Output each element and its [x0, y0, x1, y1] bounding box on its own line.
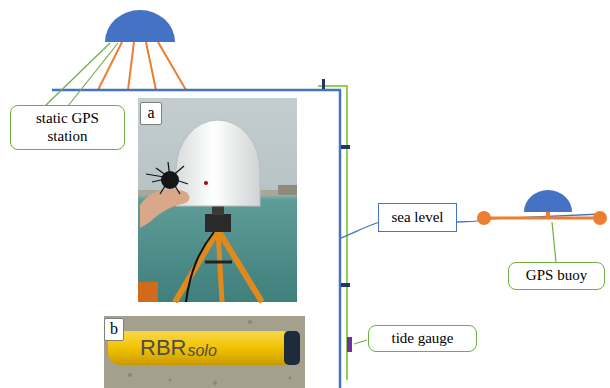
logo-text: solo — [187, 343, 216, 359]
node-text: sea level — [391, 209, 443, 226]
gps-buoy-symbol — [477, 190, 607, 225]
tide-gauge-symbol — [347, 337, 352, 352]
leader-line — [68, 43, 118, 106]
callout-box: static GPS station — [10, 105, 125, 150]
tick-mark — [322, 79, 325, 89]
photo-gps-antenna — [138, 98, 297, 302]
callout-box: tide gauge — [368, 325, 477, 352]
panel-letter: b — [104, 318, 124, 341]
callout-box: GPS buoy — [508, 262, 605, 290]
reference-line — [318, 86, 347, 380]
photo-rbr-logger — [104, 316, 305, 388]
static-gps-symbol — [98, 10, 186, 90]
logo-text: RBR — [140, 337, 186, 359]
node-text: tide gauge — [391, 330, 453, 347]
pier-wall — [339, 90, 342, 388]
node-text: b — [110, 320, 118, 338]
tick-mark — [341, 145, 350, 149]
tick-mark — [341, 283, 350, 287]
node-text: static GPS station — [24, 110, 112, 145]
leader-line — [45, 43, 110, 106]
ground-line — [52, 89, 341, 92]
node-text: a — [147, 104, 154, 122]
panel-letter: a — [140, 102, 162, 125]
leader-line — [354, 340, 367, 344]
node-text: GPS buoy — [526, 267, 587, 284]
sea-level-box: sea level — [378, 203, 457, 232]
leader-line — [552, 222, 556, 262]
